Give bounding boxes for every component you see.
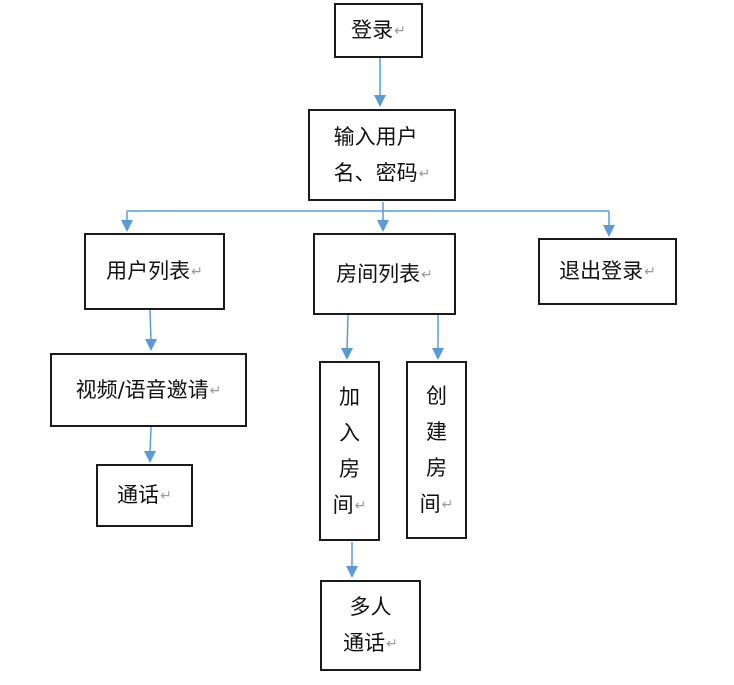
node-call: 通话↵: [96, 464, 193, 527]
return-mark: ↵: [160, 488, 172, 504]
node-user-list: 用户列表↵: [84, 233, 225, 310]
node-video-voice-invite: 视频/语音邀请↵: [50, 353, 247, 427]
node-logout: 退出登录↵: [538, 238, 677, 305]
arrow-to-room-list: [377, 202, 389, 232]
node-multi-call-label: 多人 通话: [343, 595, 392, 655]
node-login-label: 登录: [351, 18, 394, 42]
node-logout-label: 退出登录: [559, 259, 644, 283]
node-room-list: 房间列表↵: [313, 233, 456, 315]
return-mark: ↵: [191, 264, 203, 280]
arrow-to-logout: [603, 211, 615, 237]
node-room-list-label: 房间列表: [336, 261, 421, 286]
return-mark: ↵: [354, 497, 367, 514]
return-mark: ↵: [441, 496, 454, 513]
arrow-room-list-to-create: [432, 315, 444, 360]
return-mark: ↵: [394, 23, 406, 39]
arrow-room-list-to-join: [341, 314, 353, 360]
return-mark: ↵: [209, 382, 222, 399]
node-join-room: 加 入 房 间↵: [319, 361, 380, 541]
arrow-join-to-multi-call: [346, 542, 358, 578]
return-mark: ↵: [386, 636, 398, 652]
return-mark: ↵: [418, 165, 431, 182]
node-user-list-label: 用户列表: [106, 259, 191, 283]
arrow-user-list-to-invite: [145, 309, 157, 351]
node-multi-call: 多人 通话↵: [320, 580, 421, 671]
node-input-credentials: 输入用户 名、密码↵: [308, 109, 456, 201]
node-join-room-label: 加 入 房 间: [332, 384, 360, 517]
node-login: 登录↵: [334, 3, 423, 58]
arrow-login-to-input: [374, 58, 386, 107]
node-create-room: 创 建 房 间↵: [406, 361, 467, 539]
arrow-to-user-list: [121, 211, 133, 232]
arrow-invite-to-call: [144, 426, 156, 463]
return-mark: ↵: [644, 264, 656, 280]
return-mark: ↵: [421, 266, 433, 283]
node-video-voice-invite-label: 视频/语音邀请: [75, 377, 209, 402]
node-create-room-label: 创 建 房 间: [419, 383, 447, 516]
node-call-label: 通话: [117, 483, 160, 507]
node-input-credentials-label: 输入用户 名、密码: [333, 124, 418, 185]
